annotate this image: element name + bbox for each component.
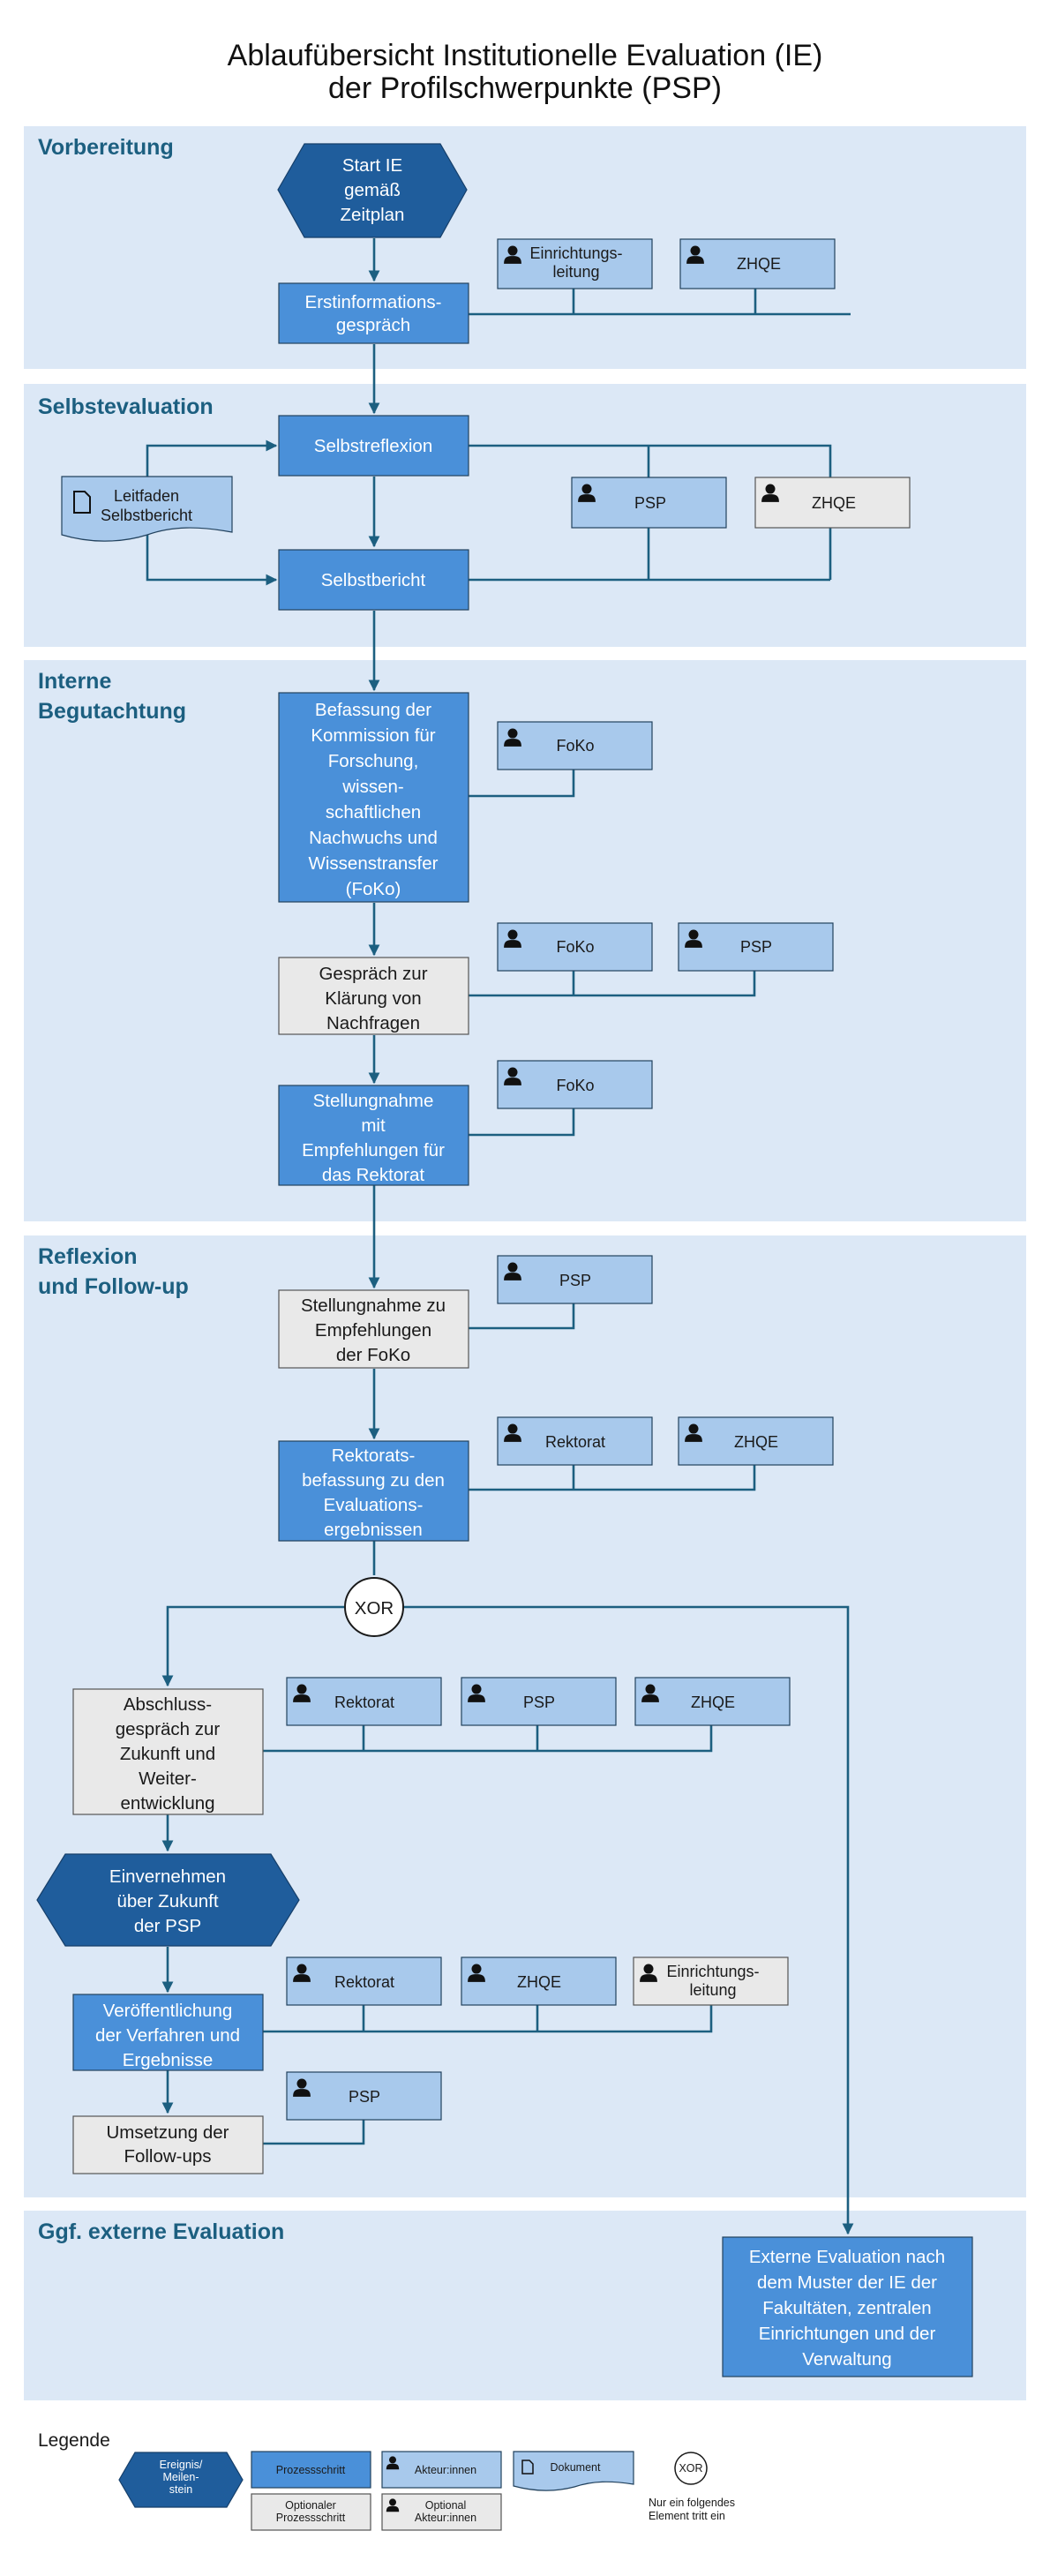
svg-text:Einrichtungs-leitung: Einrichtungs-leitung (529, 244, 622, 281)
svg-text:Prozessschritt: Prozessschritt (276, 2464, 346, 2476)
svg-text:Erstinformations-gespräch: Erstinformations-gespräch (305, 292, 442, 335)
actor-rektorat: Rektorat (497, 1416, 653, 1466)
process-erstinformationsgespraech: Erstinformations-gespräch (278, 282, 469, 344)
xor-gateway: XOR (344, 1577, 404, 1637)
actor-zhqe-4: ZHQE (461, 1956, 617, 2006)
legend-process: Prozessschritt (251, 2451, 371, 2489)
svg-text:ZHQE: ZHQE (517, 1973, 561, 1991)
svg-text:ZHQE: ZHQE (737, 255, 781, 273)
diagram-title: Ablaufübersicht Institutionelle Evaluati… (228, 39, 823, 105)
svg-text:Rektorat: Rektorat (545, 1433, 605, 1451)
svg-text:Dokument: Dokument (551, 2461, 601, 2474)
actor-psp-2: PSP (678, 922, 834, 972)
svg-text:PSP: PSP (559, 1272, 591, 1289)
actor-einrichtungsleitung: Einrichtungs-leitung (497, 238, 653, 289)
process-selbstbericht: Selbstbericht (278, 549, 469, 611)
legend-document: Dokument (513, 2451, 634, 2491)
svg-text:FoKo: FoKo (556, 938, 594, 956)
svg-text:PSP: PSP (740, 938, 772, 956)
svg-text:Selbstbericht: Selbstbericht (321, 570, 426, 590)
actor-psp-5: PSP (286, 2071, 442, 2121)
actor-foko-3: FoKo (497, 1060, 653, 1109)
actor-foko: FoKo (497, 721, 653, 770)
section-title-vorbereitung: Vorbereitung (38, 135, 174, 160)
svg-text:Einrichtungs-leitung: Einrichtungs-leitung (666, 1963, 759, 1999)
svg-text:Selbstreflexion: Selbstreflexion (314, 436, 432, 456)
svg-text:PSP: PSP (634, 494, 666, 512)
actor-psp-4: PSP (461, 1677, 617, 1726)
actor-zhqe: ZHQE (679, 238, 836, 289)
actor-zhqe-optional: ZHQE (754, 477, 911, 529)
connectors (146, 238, 854, 2235)
actor-psp-3: PSP (497, 1255, 653, 1304)
legend-event: Ereignis/Meilen-stein (118, 2452, 244, 2508)
actor-foko-2: FoKo (497, 922, 653, 972)
actor-rektorat-3: Rektorat (286, 1956, 442, 2006)
legend-actor: Akteur:innen (381, 2451, 502, 2489)
svg-text:Akteur:innen: Akteur:innen (415, 2464, 476, 2476)
svg-text:FoKo: FoKo (556, 737, 594, 755)
document-icon (521, 2460, 534, 2475)
svg-text:FoKo: FoKo (556, 1077, 594, 1094)
process-selbstreflexion: Selbstreflexion (278, 415, 469, 477)
svg-text:PSP: PSP (523, 1694, 555, 1711)
svg-text:ZHQE: ZHQE (691, 1694, 735, 1711)
svg-text:Rektorat: Rektorat (334, 1694, 394, 1711)
svg-text:Rektorat: Rektorat (334, 1973, 394, 1991)
svg-text:Ereignis/Meilen-stein: Ereignis/Meilen-stein (160, 2459, 203, 2496)
svg-text:ZHQE: ZHQE (734, 1433, 778, 1451)
svg-text:XOR: XOR (679, 2462, 702, 2475)
actor-zhqe-2: ZHQE (678, 1416, 834, 1466)
section-title-extern: Ggf. externe Evaluation (38, 2219, 284, 2244)
document-icon (73, 491, 91, 514)
legend-title: Legende (38, 2430, 110, 2451)
svg-text:ZHQE: ZHQE (812, 494, 856, 512)
svg-text:PSP: PSP (349, 2088, 380, 2106)
svg-text:XOR: XOR (355, 1598, 394, 1618)
actor-zhqe-3: ZHQE (634, 1677, 791, 1726)
actor-einrichtungsleitung-optional: Einrichtungs-leitung (633, 1956, 789, 2006)
section-title-selbstevaluation: Selbstevaluation (38, 394, 214, 419)
actor-psp: PSP (571, 477, 727, 529)
actor-rektorat-2: Rektorat (286, 1677, 442, 1726)
